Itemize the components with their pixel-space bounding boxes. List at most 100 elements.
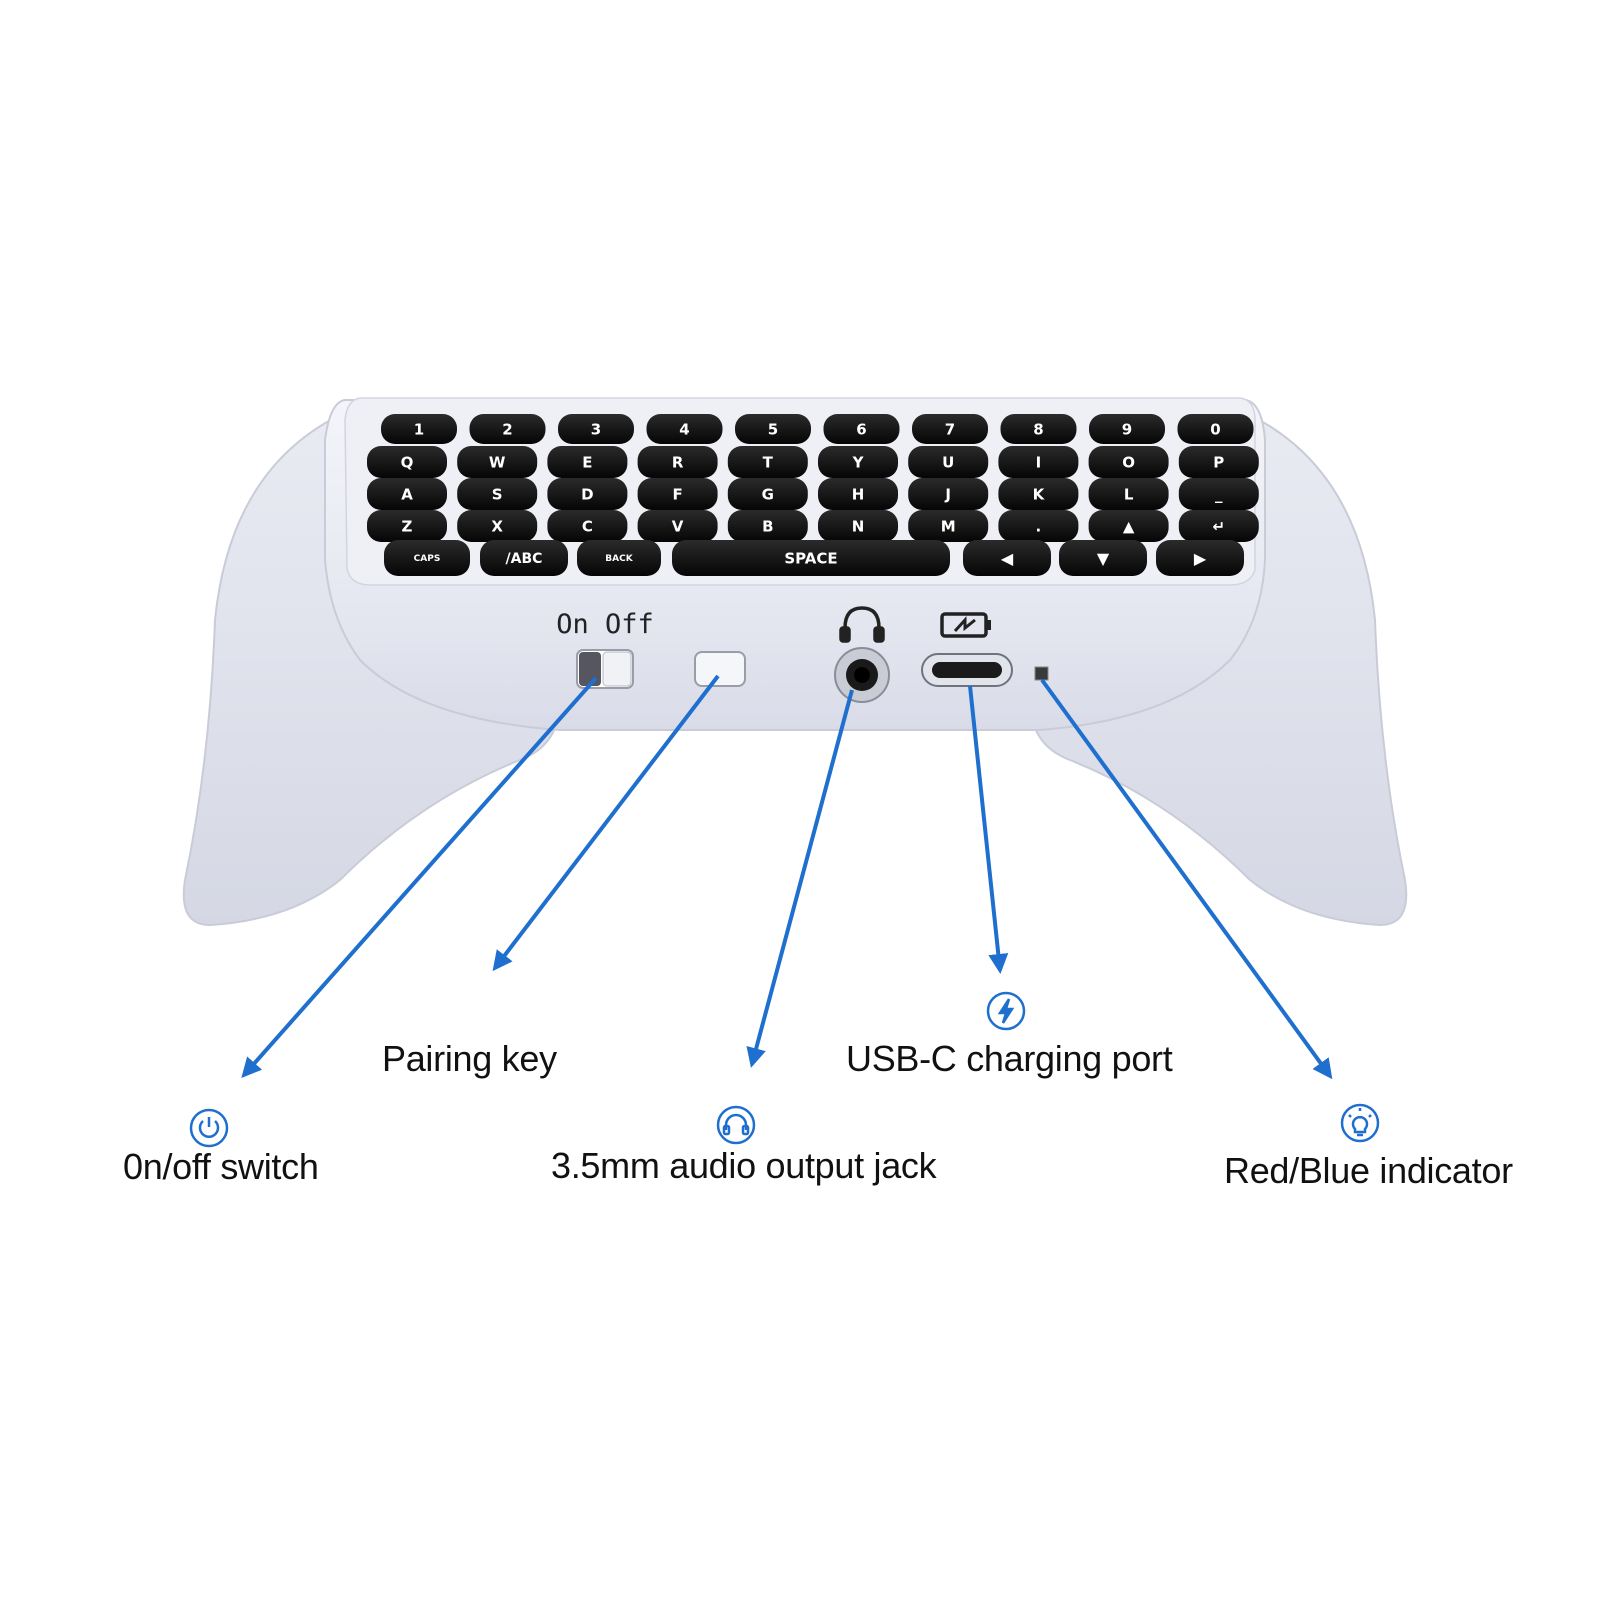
key-2-6-label: Y xyxy=(852,453,865,471)
key-3-3-label: D xyxy=(581,485,593,503)
callout-arrows xyxy=(241,674,1333,1080)
key-4-6-label: N xyxy=(852,517,865,535)
status-indicator-led xyxy=(1034,666,1049,681)
key-1-1-label: 1 xyxy=(414,420,424,438)
key-5-4[interactable]: SPACE xyxy=(672,540,950,576)
key-3-9-label: L xyxy=(1124,485,1134,503)
key-5-2-label: /ABC xyxy=(506,551,543,567)
key-3-8[interactable]: K xyxy=(998,478,1079,510)
key-2-8[interactable]: I xyxy=(998,446,1079,478)
key-1-5[interactable]: 5 xyxy=(735,414,811,444)
key-2-10[interactable]: P xyxy=(1178,446,1259,478)
key-2-3-label: E xyxy=(582,453,592,471)
callout-indicator-label: Red/Blue indicator xyxy=(1224,1150,1513,1191)
key-2-1[interactable]: Q xyxy=(367,446,447,478)
key-1-1[interactable]: 1 xyxy=(381,414,457,444)
key-3-1[interactable]: A xyxy=(367,478,447,510)
arrow-pairing xyxy=(492,674,720,972)
callout-usbc-label: USB-C charging port xyxy=(846,1038,1173,1079)
lightbulb-icon xyxy=(1340,1103,1380,1143)
key-5-5[interactable]: ◀ xyxy=(963,540,1051,576)
key-2-5-cap xyxy=(727,446,808,478)
key-4-8-cap xyxy=(998,510,1079,542)
key-4-1-cap xyxy=(367,510,447,542)
key-1-10-cap xyxy=(1177,414,1254,444)
key-2-5-label: T xyxy=(763,453,774,471)
key-3-3[interactable]: D xyxy=(547,478,628,510)
key-4-4-cap xyxy=(637,510,718,542)
key-3-6[interactable]: H xyxy=(818,478,898,510)
key-3-7-label: J xyxy=(944,485,951,503)
key-2-4-label: R xyxy=(672,453,684,471)
key-3-5-label: G xyxy=(762,485,774,503)
key-3-10[interactable]: _ xyxy=(1178,478,1259,510)
key-3-2-label: S xyxy=(492,485,503,503)
key-4-8[interactable]: . xyxy=(998,510,1079,542)
key-4-9[interactable]: ▲ xyxy=(1088,510,1169,542)
key-4-5[interactable]: B xyxy=(727,510,808,542)
key-1-7-cap xyxy=(912,414,988,444)
key-1-10[interactable]: 0 xyxy=(1177,414,1254,444)
key-2-6[interactable]: Y xyxy=(818,446,898,478)
key-1-4-cap xyxy=(646,414,723,444)
audio-jack-port[interactable] xyxy=(834,647,890,703)
key-4-7[interactable]: M xyxy=(908,510,989,542)
key-1-4[interactable]: 4 xyxy=(646,414,723,444)
key-1-9[interactable]: 9 xyxy=(1089,414,1165,444)
key-5-4-label: SPACE xyxy=(784,549,837,567)
key-4-6-cap xyxy=(818,510,898,542)
key-4-2[interactable]: X xyxy=(457,510,538,542)
key-2-2[interactable]: W xyxy=(457,446,538,478)
key-4-3[interactable]: C xyxy=(547,510,628,542)
key-1-9-label: 9 xyxy=(1122,420,1132,438)
key-4-6[interactable]: N xyxy=(818,510,898,542)
key-3-4[interactable]: F xyxy=(637,478,718,510)
key-3-10-label: _ xyxy=(1215,485,1223,503)
key-5-7[interactable]: ▶ xyxy=(1156,540,1244,576)
key-2-5[interactable]: T xyxy=(727,446,808,478)
key-4-9-cap xyxy=(1088,510,1169,542)
callout-pairing-label: Pairing key xyxy=(382,1038,557,1079)
key-1-6[interactable]: 6 xyxy=(823,414,900,444)
key-3-2[interactable]: S xyxy=(457,478,538,510)
key-5-2[interactable]: /ABC xyxy=(480,540,568,576)
key-4-10[interactable]: ↵ xyxy=(1178,510,1259,542)
key-2-7-cap xyxy=(908,446,989,478)
key-5-7-label: ▶ xyxy=(1194,549,1207,568)
key-2-9[interactable]: O xyxy=(1088,446,1169,478)
key-1-8[interactable]: 8 xyxy=(1000,414,1077,444)
key-2-3[interactable]: E xyxy=(547,446,628,478)
arrow-audio xyxy=(746,689,854,1068)
key-3-5[interactable]: G xyxy=(727,478,808,510)
key-4-2-cap xyxy=(457,510,538,542)
key-5-3[interactable]: BACK xyxy=(577,540,661,576)
key-2-4[interactable]: R xyxy=(637,446,718,478)
key-3-8-label: K xyxy=(1033,485,1046,503)
key-2-7-label: U xyxy=(942,453,954,471)
key-3-8-cap xyxy=(998,478,1079,510)
key-4-4[interactable]: V xyxy=(637,510,718,542)
on-off-switch[interactable] xyxy=(576,649,634,689)
key-4-2-label: X xyxy=(491,517,503,535)
usb-c-port[interactable] xyxy=(921,653,1013,687)
key-2-1-cap xyxy=(367,446,447,478)
key-1-5-label: 5 xyxy=(768,420,778,438)
key-1-3[interactable]: 3 xyxy=(558,414,634,444)
key-5-3-label: BACK xyxy=(605,554,633,564)
key-5-6[interactable]: ▼ xyxy=(1059,540,1147,576)
key-3-7[interactable]: J xyxy=(908,478,989,510)
key-1-7[interactable]: 7 xyxy=(912,414,988,444)
key-2-7[interactable]: U xyxy=(908,446,989,478)
callout-audio-label: 3.5mm audio output jack xyxy=(551,1145,937,1186)
ports: On Off xyxy=(556,606,1049,703)
key-4-7-cap xyxy=(908,510,989,542)
headphones-icon xyxy=(716,1105,756,1145)
key-1-2-cap xyxy=(469,414,546,444)
pairing-key-button[interactable] xyxy=(694,651,746,687)
key-5-1[interactable]: CAPS xyxy=(384,540,470,576)
key-1-9-cap xyxy=(1089,414,1165,444)
key-1-2[interactable]: 2 xyxy=(469,414,546,444)
key-3-9[interactable]: L xyxy=(1088,478,1169,510)
key-2-2-cap xyxy=(457,446,538,478)
key-4-1[interactable]: Z xyxy=(367,510,447,542)
